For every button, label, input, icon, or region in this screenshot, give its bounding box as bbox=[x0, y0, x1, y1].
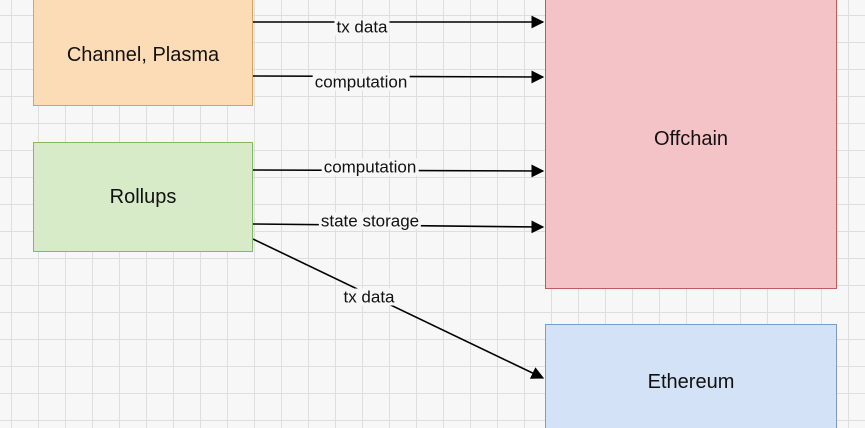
node-offchain-label: Offchain bbox=[653, 128, 729, 150]
edge-label-computation-channel: computation bbox=[312, 72, 410, 92]
node-channel-plasma[interactable]: Channel, Plasma bbox=[33, 0, 253, 106]
edge-rollups-ethereum-tx-data bbox=[252, 238, 545, 379]
node-channel-plasma-label: Channel, Plasma bbox=[66, 43, 220, 66]
node-ethereum-label: Ethereum bbox=[647, 371, 735, 393]
edge-label-computation-rollups: computation bbox=[321, 157, 419, 177]
node-offchain[interactable]: Offchain bbox=[545, 0, 837, 289]
edge-label-tx-data-ethereum: tx data bbox=[341, 287, 397, 307]
edge-label-state-storage: state storage bbox=[318, 211, 422, 231]
node-rollups-label: Rollups bbox=[109, 185, 177, 208]
edge-label-tx-data-channel: tx data bbox=[334, 17, 390, 37]
node-rollups[interactable]: Rollups bbox=[33, 142, 253, 252]
node-ethereum[interactable]: Ethereum bbox=[545, 324, 837, 428]
